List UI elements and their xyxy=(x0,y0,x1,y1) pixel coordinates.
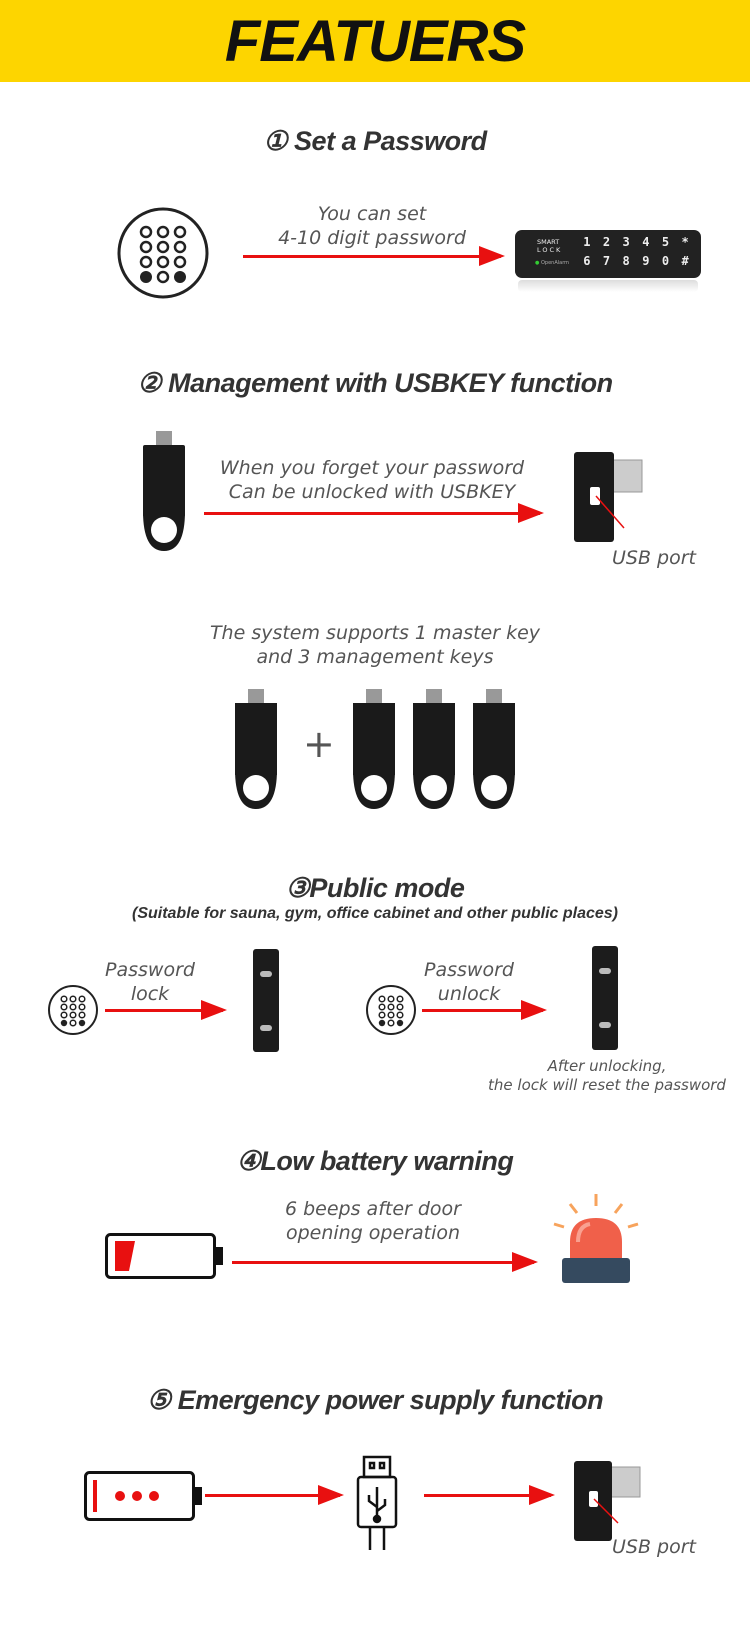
keypad-icon xyxy=(117,207,209,299)
plus-icon: + xyxy=(303,722,335,766)
header-banner: FEATUERS xyxy=(0,0,750,82)
power-bank-icon xyxy=(84,1471,202,1521)
usb-port-label: USB port xyxy=(612,1536,696,1558)
keypad-reflection xyxy=(518,280,698,292)
master-key-icon xyxy=(235,689,277,809)
keypad-icon xyxy=(48,985,98,1035)
usb-key-icon xyxy=(143,431,185,551)
section-title-public-mode: ③Public mode xyxy=(285,873,465,903)
low-battery-icon xyxy=(105,1233,223,1279)
section-title-emergency-power: ⑤ Emergency power supply function xyxy=(146,1385,604,1415)
management-key-icon xyxy=(353,689,395,809)
arrow-icon xyxy=(204,503,544,523)
arrow-icon xyxy=(105,1000,227,1020)
keypad-icon xyxy=(366,985,416,1035)
usb-cable-icon xyxy=(356,1455,398,1550)
page-title: FEATUERS xyxy=(224,9,526,74)
management-key-icon xyxy=(413,689,455,809)
lock-usb-port-icon xyxy=(574,452,643,542)
public-mode-subtitle: (Suitable for sauna, gym, office cabinet… xyxy=(131,905,619,922)
arrow-icon xyxy=(243,246,505,266)
arrow-icon xyxy=(422,1000,547,1020)
section-title-low-battery: ④Low battery warning xyxy=(236,1146,514,1176)
section-title-password: ① Set a Password xyxy=(263,126,487,156)
vertical-lock-device xyxy=(592,946,618,1050)
section-title-usbkey: ② Management with USBKEY function xyxy=(137,368,613,398)
usb-port-label: USB port xyxy=(612,547,696,569)
vertical-lock-device xyxy=(253,949,279,1052)
arrow-icon xyxy=(232,1252,538,1272)
arrow-icon xyxy=(205,1485,344,1505)
reset-note: After unlocking,the lock will reset the … xyxy=(488,1057,726,1094)
lock-usb-port-icon xyxy=(574,1461,641,1541)
alarm-light-icon xyxy=(553,1194,639,1283)
management-key-icon xyxy=(473,689,515,809)
arrow-icon xyxy=(424,1485,555,1505)
